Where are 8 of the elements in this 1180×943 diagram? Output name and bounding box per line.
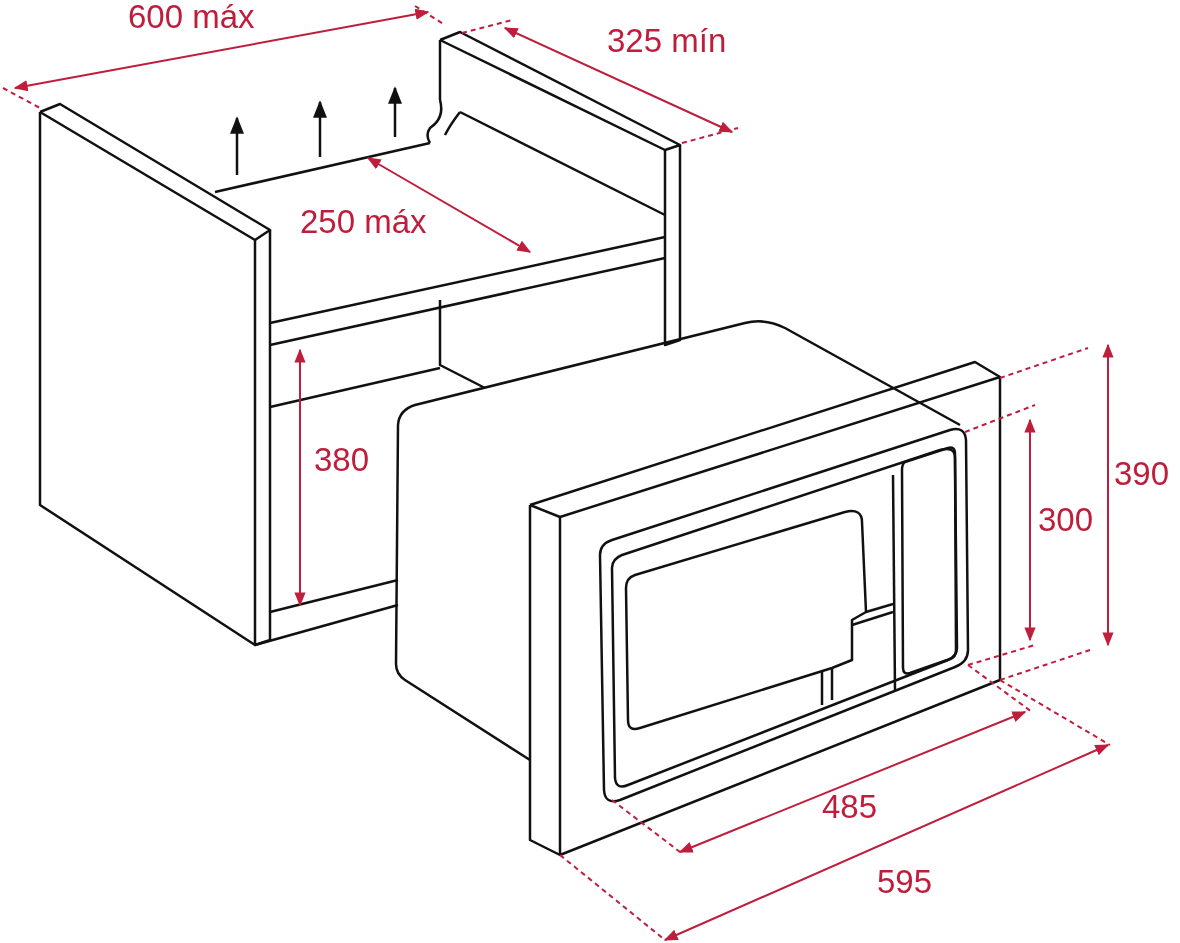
dimension-label: 380 <box>314 443 370 476</box>
dimension-label: 485 <box>822 790 878 823</box>
dimension-label: 250 máx <box>300 205 427 238</box>
dimension-label: 300 <box>1038 503 1094 536</box>
dimension-label: 600 máx <box>128 0 255 33</box>
dimension-label: 595 <box>877 865 933 898</box>
dimension-label: 325 mín <box>607 24 727 57</box>
dimension-label: 390 <box>1114 457 1170 490</box>
